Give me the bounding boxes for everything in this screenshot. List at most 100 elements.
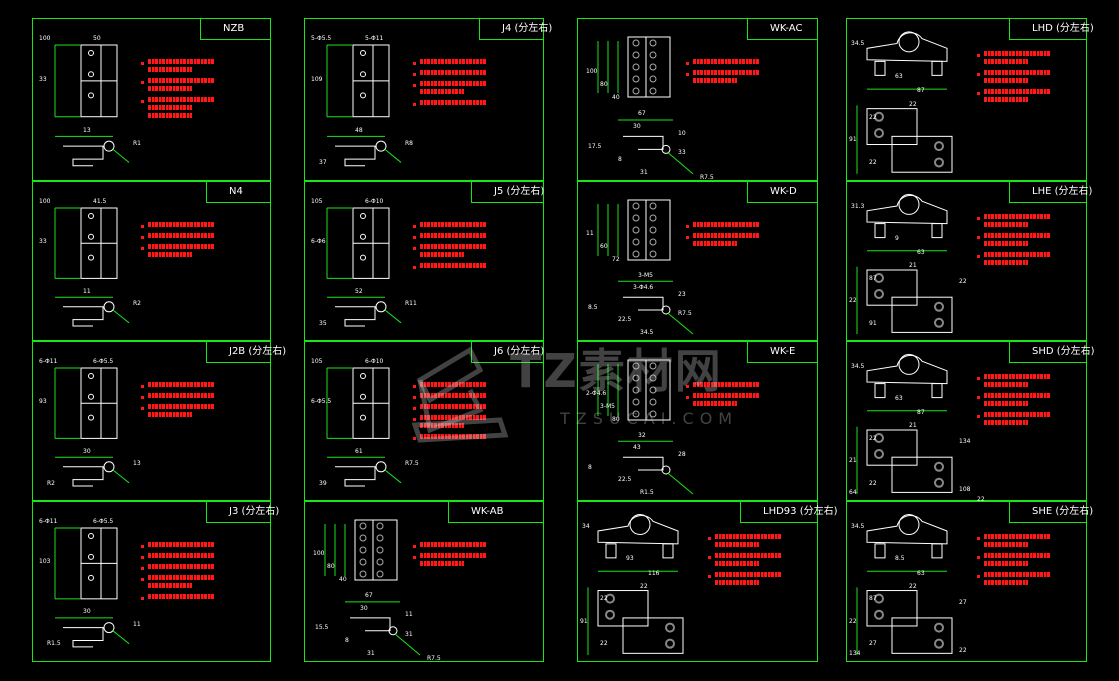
spec-notes — [141, 382, 214, 423]
panel-title: J2B (分左右) — [206, 342, 286, 363]
bullet-icon — [686, 385, 689, 388]
dimension-label: 105 — [311, 198, 323, 205]
note-text-line — [984, 51, 1050, 56]
dimension-label: 80 — [600, 80, 608, 88]
hinge-pin — [661, 305, 671, 315]
dimension-label: 8 — [345, 637, 349, 645]
hinge-top-outline — [597, 515, 679, 545]
mount-pin-left — [874, 543, 886, 559]
dimension-label: 6-Φ10 — [365, 358, 384, 365]
bullet-icon — [977, 575, 980, 578]
screw-hole — [632, 238, 640, 246]
bullet-icon — [141, 597, 144, 600]
spec-note — [977, 553, 1050, 569]
dimension-label: 40 — [339, 576, 347, 584]
bullet-icon — [977, 537, 980, 540]
screw-hole — [934, 477, 944, 488]
note-text-line — [984, 241, 1028, 246]
dimension-label: 80 — [327, 563, 335, 571]
spec-notes — [413, 382, 486, 445]
leaf-right — [891, 296, 953, 333]
note-text-line — [984, 412, 1050, 417]
screw-hole — [874, 128, 884, 139]
dimension-label: 30 — [360, 605, 368, 613]
dimension-label: 67 — [365, 592, 373, 600]
spec-note — [141, 59, 214, 75]
note-text-line — [984, 420, 1028, 425]
spec-note — [413, 244, 486, 260]
dimension-label: 100 — [39, 35, 51, 43]
mount-pin-right — [931, 543, 943, 559]
bullet-icon — [141, 567, 144, 570]
panel-title: J4 (分左右) — [479, 19, 552, 40]
dimension-label: 34.5 — [640, 329, 654, 337]
radius-leader — [384, 309, 402, 324]
hinge-leaf — [627, 199, 671, 261]
dimension-label: 22 — [959, 646, 967, 654]
radius-leader — [384, 469, 402, 484]
mount-pin-left — [605, 543, 617, 559]
note-text-line — [693, 382, 759, 387]
screw-hole — [360, 71, 366, 78]
spec-note — [977, 412, 1050, 428]
dimension-label: 100 — [39, 198, 51, 205]
dimension-label: 31 — [405, 630, 413, 638]
hinge-drawing — [326, 44, 402, 167]
dimension-label: 67 — [638, 110, 646, 118]
dimension-label: 27 — [959, 598, 967, 606]
screw-hole — [649, 362, 657, 370]
bullet-icon — [413, 396, 416, 399]
hinge-drawing — [856, 193, 953, 334]
note-text-line — [420, 244, 486, 249]
note-text-line — [148, 583, 192, 588]
dimension-label: 34.5 — [851, 362, 865, 370]
screw-hole — [632, 63, 640, 71]
screw-hole — [88, 533, 94, 539]
screw-hole — [649, 410, 657, 418]
dimension-label: 22 — [869, 479, 877, 487]
hinge-drawing — [54, 367, 130, 487]
dimension-label: 43 — [633, 444, 641, 452]
hinge-profile — [63, 306, 104, 327]
spec-note — [413, 100, 486, 108]
screw-hole — [632, 410, 640, 418]
dimension-label: 64 — [849, 489, 857, 497]
screw-hole — [649, 63, 657, 71]
note-text-line — [148, 233, 214, 238]
spec-note — [413, 59, 486, 67]
screw-hole — [632, 362, 640, 370]
screw-hole — [632, 39, 640, 47]
bullet-icon — [413, 266, 416, 269]
note-text-line — [420, 553, 486, 558]
hinge-pin — [661, 465, 671, 475]
note-text-line — [984, 252, 1050, 257]
note-text-line — [984, 70, 1050, 75]
bullet-icon — [413, 225, 416, 228]
dimension-label: 52 — [355, 287, 363, 295]
dimension-label: 21 — [909, 262, 917, 269]
dimension-label: 35 — [319, 319, 327, 327]
screw-hole — [360, 50, 366, 56]
hinge-drawing — [597, 359, 694, 495]
panel-title: J5 (分左右) — [471, 182, 544, 203]
spec-note — [708, 534, 781, 550]
spec-notes — [413, 59, 486, 111]
hinge-profile — [335, 145, 376, 167]
screw-hole — [632, 398, 640, 406]
dimension-label: 93 — [39, 398, 47, 405]
screw-hole — [632, 250, 640, 258]
note-text-line — [420, 222, 486, 227]
hinge-profile — [335, 306, 376, 327]
radius-leader — [667, 312, 694, 335]
bullet-icon — [141, 225, 144, 228]
hinge-pin — [388, 626, 398, 636]
spec-note — [141, 553, 214, 561]
dimension-label: 5-Φ5.5 — [311, 35, 332, 43]
spec-note — [141, 222, 214, 230]
dimension-label: 22.5 — [618, 476, 632, 484]
hinge-pin — [103, 461, 115, 473]
dimension-label: 22.5 — [618, 316, 632, 324]
hinge-drawing — [856, 514, 953, 655]
